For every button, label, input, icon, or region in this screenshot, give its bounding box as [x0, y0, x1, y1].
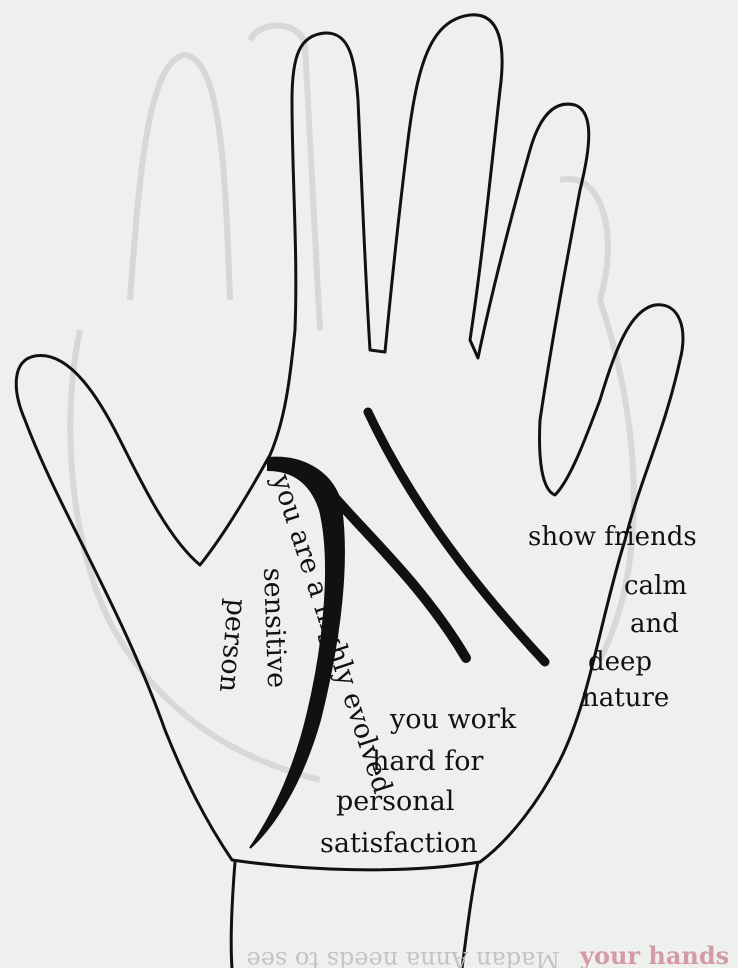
- center-text-4: satisfaction: [320, 828, 478, 859]
- right-text-1: show friends: [528, 522, 697, 552]
- right-text-2: calm: [624, 571, 687, 601]
- center-text-1: you work: [389, 704, 517, 735]
- wrist-left-edge: [231, 862, 235, 968]
- bleed-through-mirrored-text: Madan Anna needs to see: [247, 946, 560, 968]
- life-line-text-2: sensitive: [257, 567, 292, 688]
- right-text-5: nature: [582, 683, 669, 713]
- life-line-text-3: person: [213, 597, 252, 693]
- right-text-3: and: [630, 609, 679, 639]
- heart-line: [368, 412, 545, 662]
- bleed-through-pink-text: your hands: [579, 941, 729, 968]
- hand-outline: [16, 15, 683, 870]
- right-annotation: show friends calm and deep nature: [528, 522, 697, 713]
- center-text-2: hard for: [372, 746, 484, 777]
- right-text-4: deep: [588, 647, 652, 677]
- center-text-3: personal: [336, 786, 454, 817]
